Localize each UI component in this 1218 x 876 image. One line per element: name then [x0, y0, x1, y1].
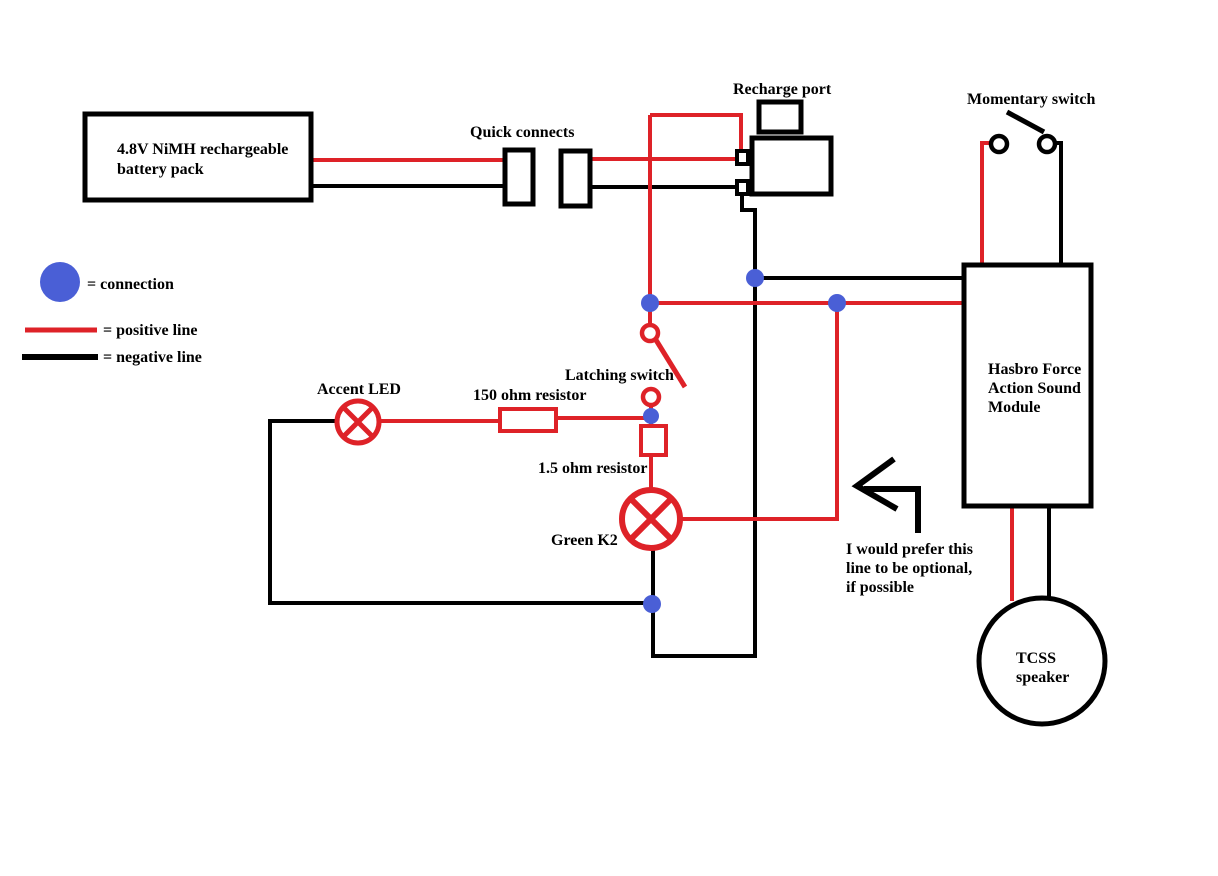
green-k2-label: Green K2 — [551, 532, 618, 549]
connection-dot — [641, 294, 659, 312]
quick-connect-2 — [558, 148, 593, 209]
momentary-switch-terminal-left — [988, 133, 1010, 155]
negative-wire-momentary-to-module — [1055, 141, 1063, 265]
positive-wire-optional — [682, 303, 839, 521]
connection-dot — [746, 269, 764, 287]
recharge-port-main-box — [749, 135, 834, 197]
recharge-port-negative-tab — [735, 179, 750, 196]
momentary-switch-lever — [1005, 109, 1046, 135]
sound-module-label: Hasbro Force Action Sound Module — [988, 361, 1082, 416]
recharge-port-label: Recharge port — [733, 81, 832, 98]
speaker-label: TCSS speaker — [1016, 650, 1070, 686]
connection-dot — [828, 294, 846, 312]
legend-connection-label: = connection — [87, 276, 174, 293]
annotation-arrow — [851, 456, 921, 533]
recharge-port-top-box — [756, 99, 804, 135]
momentary-switch-label: Momentary switch — [967, 91, 1096, 108]
green-k2-symbol — [619, 487, 683, 551]
legend-connection-dot — [40, 262, 80, 302]
negative-wire-led-loop — [268, 419, 651, 605]
resistor-1-5-label: 1.5 ohm resistor — [538, 460, 648, 477]
quick-connects-label: Quick connects — [470, 124, 575, 141]
negative-rail-main — [651, 194, 757, 658]
momentary-switch-terminal-right — [1036, 133, 1058, 155]
resistor-150-label: 150 ohm resistor — [473, 387, 587, 404]
battery-label: 4.8V NiMH rechargeable battery pack — [117, 141, 289, 178]
latching-switch-terminal-bottom — [640, 386, 662, 408]
legend-negative-label: = negative line — [103, 349, 202, 366]
legend-positive-label: = positive line — [103, 322, 198, 339]
connection-dot — [643, 408, 659, 424]
resistor-150-symbol — [498, 407, 558, 433]
accent-led-label: Accent LED — [317, 381, 401, 398]
quick-connect-1 — [502, 147, 536, 207]
recharge-port-positive-tab — [735, 149, 750, 166]
latching-switch-label: Latching switch — [565, 367, 674, 384]
accent-led-symbol — [334, 398, 382, 446]
latching-switch-terminal-top — [639, 322, 661, 344]
sound-module-box — [961, 262, 1094, 509]
battery-box — [82, 111, 314, 203]
resistor-1-5-symbol — [639, 424, 668, 457]
speaker-circle — [976, 595, 1108, 727]
connection-dot — [643, 595, 661, 613]
positive-wire-momentary-to-module — [980, 141, 991, 265]
annotation-note: I would prefer this line to be optional,… — [846, 541, 973, 596]
latching-switch-lever — [653, 338, 688, 389]
positive-wire-top-loop — [650, 113, 743, 151]
